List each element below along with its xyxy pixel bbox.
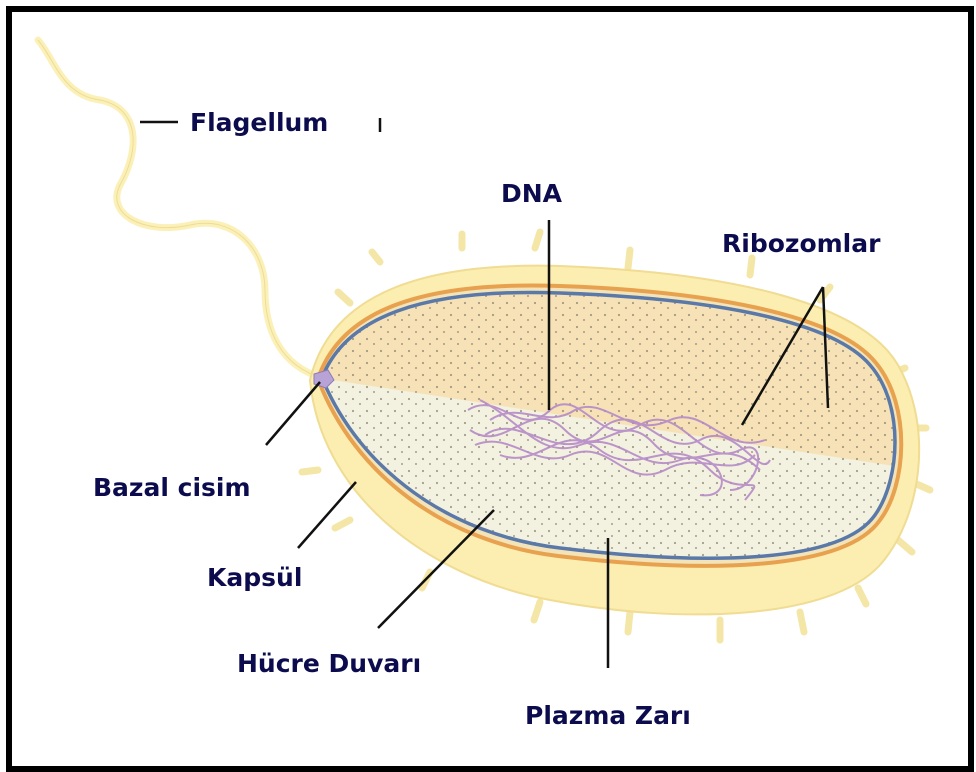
label-dna: DNA (501, 179, 563, 208)
label-kapsul: Kapsül (207, 563, 302, 592)
flagellum-shape (38, 40, 322, 378)
label-flagellum: Flagellum (190, 108, 328, 137)
label-bazal-cisim: Bazal cisim (93, 473, 251, 502)
label-plazma-zari: Plazma Zarı (525, 701, 691, 730)
label-hucre-duvari: Hücre Duvarı (237, 649, 421, 678)
label-ribozomlar: Ribozomlar (722, 229, 881, 258)
